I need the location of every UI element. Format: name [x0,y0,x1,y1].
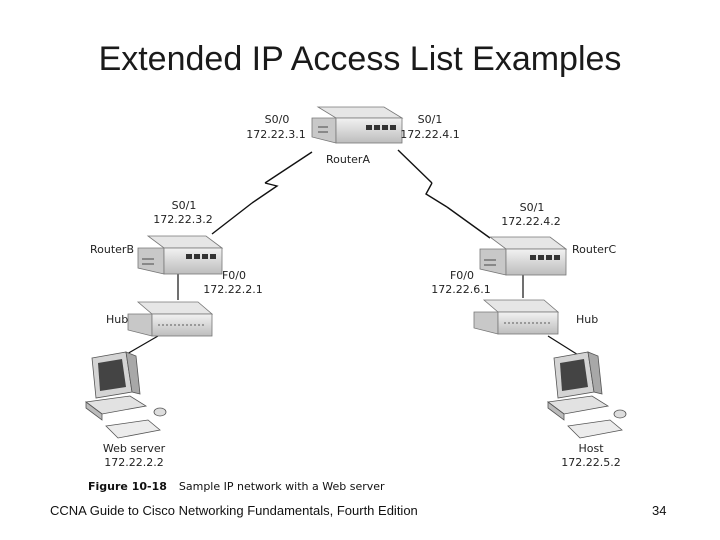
router-c-label: RouterC [572,243,617,256]
link-routera-routerb [211,151,313,235]
hub-left-label: Hub [106,313,129,326]
footer-source: CCNA Guide to Cisco Networking Fundament… [50,503,418,518]
router-b-f00-ip: 172.22.2.1 [203,283,263,296]
router-a-s00-interface: S0/0 [264,113,290,126]
figure-text: Sample IP network with a Web server [178,480,385,493]
router-b-label: RouterB [90,243,134,256]
web-server-ip: 172.22.2.2 [104,456,164,469]
host-label: Host [578,442,604,455]
page-number: 34 [652,503,667,518]
hub-right-device [473,299,560,335]
router-c-f00-ip: 172.22.6.1 [431,283,491,296]
figure-caption: Figure 10-18 Sample IP network with a Web… [88,480,385,493]
slide-title: Extended IP Access List Examples [98,40,622,78]
figure-number: Figure 10-18 [88,480,167,493]
router-b-s01-interface: S0/1 [171,199,197,212]
router-b-s01-ip: 172.22.3.2 [153,213,213,226]
host-ip: 172.22.5.2 [561,456,621,469]
router-c-device [479,236,568,276]
hub-right-label: Hub [576,313,599,326]
web-server-computer [84,351,167,439]
link-routera-routerc [397,149,491,239]
router-a-s01-interface: S0/1 [417,113,443,126]
router-b-f00-interface: F0/0 [221,269,247,282]
router-b-device [137,235,224,275]
router-a-label: RouterA [326,153,370,166]
host-computer [546,351,627,439]
router-a-device [311,106,404,144]
router-a-s00-ip: 172.22.3.1 [246,128,306,141]
web-server-label: Web server [102,442,166,455]
router-c-s01-interface: S0/1 [519,201,545,214]
hub-left-device [127,301,214,337]
router-c-f00-interface: F0/0 [449,269,475,282]
router-a-s01-ip: 172.22.4.1 [400,128,460,141]
router-c-s01-ip: 172.22.4.2 [501,215,561,228]
